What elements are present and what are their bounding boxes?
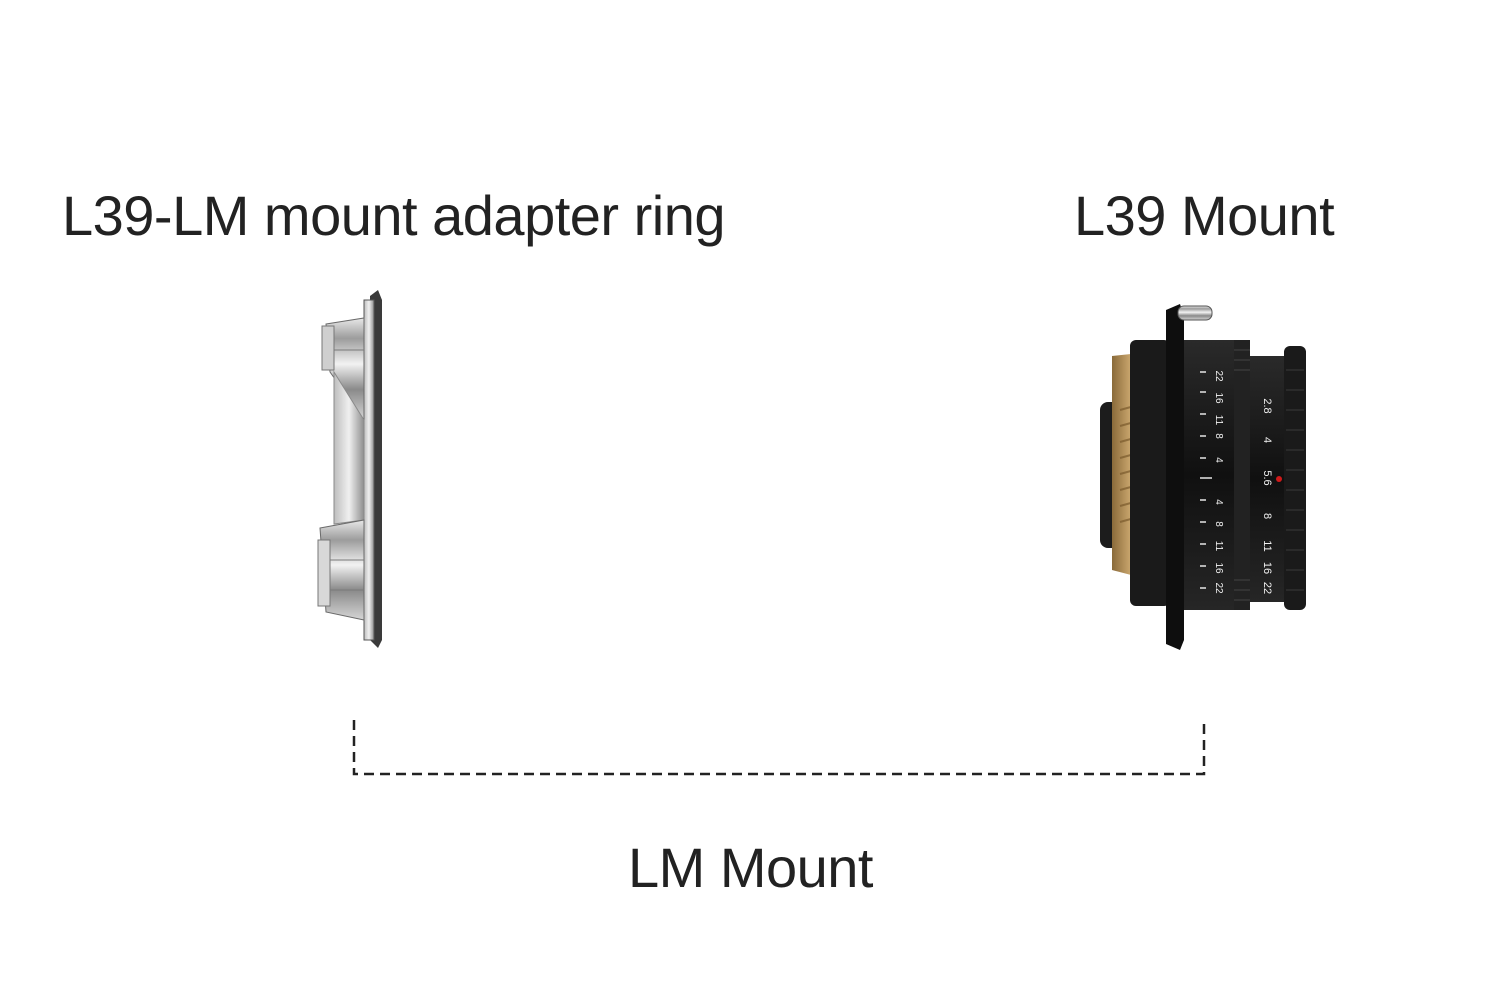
l39-mount-label: L39 Mount bbox=[1074, 184, 1335, 247]
adapter-ring-label: L39-LM mount adapter ring bbox=[62, 184, 726, 247]
aperture-mark: 16 bbox=[1261, 562, 1273, 574]
distance-mark: 11 bbox=[1213, 541, 1224, 552]
dashed-bracket bbox=[352, 720, 1206, 776]
aperture-mark: 5.6 bbox=[1261, 470, 1273, 485]
distance-mark: 11 bbox=[1213, 415, 1224, 426]
distance-mark: 16 bbox=[1213, 562, 1224, 574]
distance-mark: 8 bbox=[1213, 521, 1224, 527]
aperture-mark: 11 bbox=[1261, 540, 1273, 551]
index-dot bbox=[1276, 476, 1282, 482]
aperture-mark: 2.8 bbox=[1261, 398, 1273, 413]
distance-mark: 22 bbox=[1213, 582, 1224, 594]
adapter-ring-illustration bbox=[317, 290, 382, 648]
aperture-mark: 4 bbox=[1261, 437, 1273, 443]
distance-mark: 22 bbox=[1213, 370, 1224, 382]
distance-mark: 8 bbox=[1213, 433, 1224, 439]
aperture-mark: 22 bbox=[1261, 582, 1273, 594]
distance-mark: 16 bbox=[1213, 392, 1224, 404]
lm-mount-label: LM Mount bbox=[628, 836, 874, 899]
l39-lens-illustration: 22 16 11 8 4 4 8 11 16 22 2.8 4 5.6 8 11… bbox=[1100, 304, 1306, 650]
distance-mark: 4 bbox=[1213, 499, 1224, 505]
aperture-mark: 8 bbox=[1261, 513, 1273, 519]
distance-mark: 4 bbox=[1213, 457, 1224, 463]
